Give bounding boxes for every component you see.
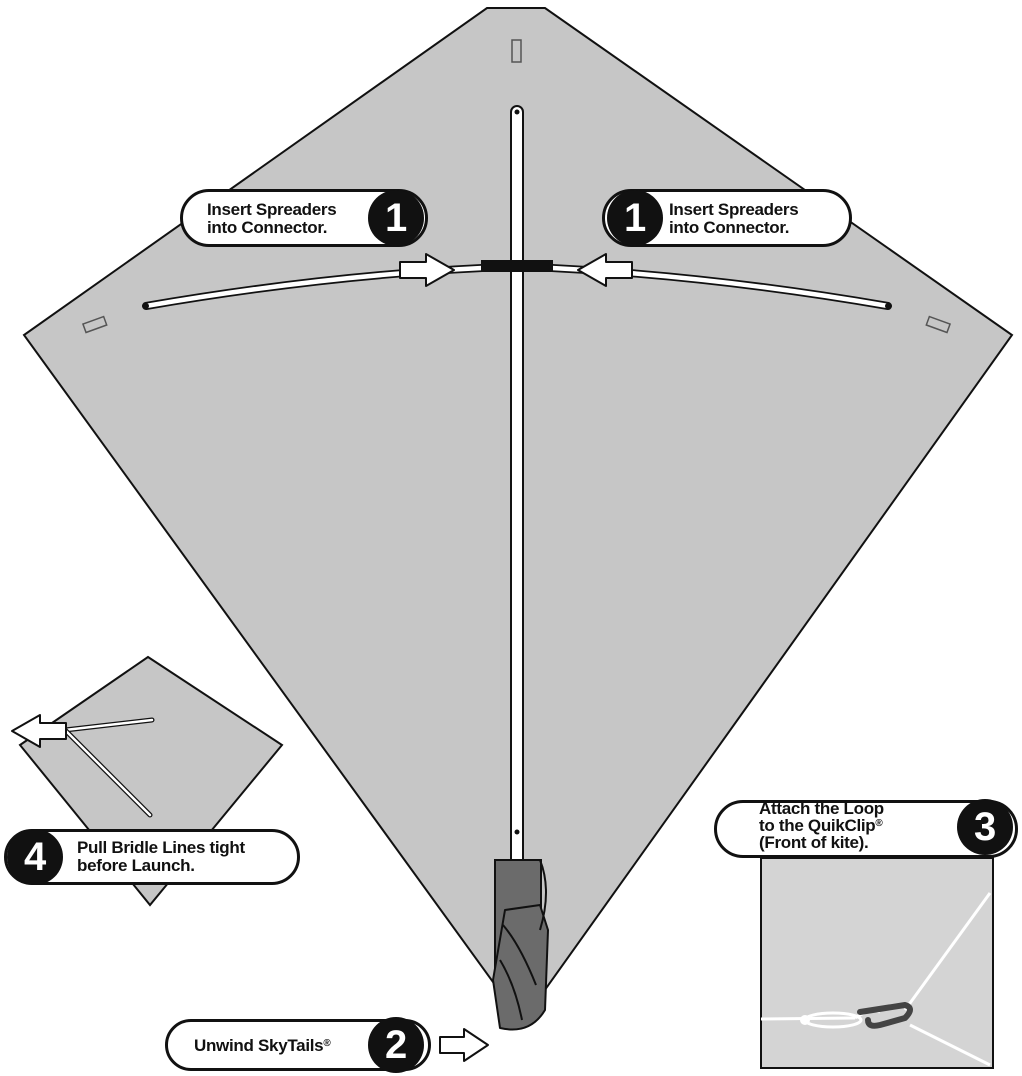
- step1-left-badge: 1: [368, 190, 424, 246]
- step2-badge: 2: [368, 1017, 424, 1073]
- step3-callout: Attach the Loop to the QuikClip® (Front …: [714, 799, 1018, 858]
- step3-line3: (Front of kite).: [759, 833, 869, 852]
- step1-right-line2: into Connector.: [669, 218, 790, 237]
- right-insert-arrow: [577, 253, 633, 287]
- pull-arrow: [11, 714, 67, 748]
- step1-left-callout: Insert Spreaders into Connector. 1: [180, 189, 428, 247]
- step2-text: Unwind SkyTails®: [194, 1036, 331, 1055]
- step3-line2: to the QuikClip®: [759, 816, 883, 835]
- step1-right-badge: 1: [607, 190, 663, 246]
- right-slot: [925, 315, 952, 334]
- spine-rod: [510, 105, 524, 875]
- quikclip: [857, 1002, 913, 1029]
- step4-callout: 4 Pull Bridle Lines tight before Launch.: [4, 829, 300, 885]
- spine-top-hole: [514, 109, 520, 115]
- step4-line1: Pull Bridle Lines tight: [77, 838, 245, 857]
- step1-left-line2: into Connector.: [207, 218, 328, 237]
- left-slot: [81, 315, 108, 334]
- unwind-arrow: [439, 1028, 489, 1062]
- step1-left-line1: Insert Spreaders: [207, 200, 337, 219]
- left-spreader-end: [143, 303, 149, 309]
- step2-callout: Unwind SkyTails® 2: [165, 1017, 431, 1073]
- step1-right-callout: 1 Insert Spreaders into Connector.: [602, 189, 852, 247]
- small-kite-sail: [18, 655, 284, 907]
- left-insert-arrow: [399, 253, 455, 287]
- step4-line2: before Launch.: [77, 856, 195, 875]
- spine-lower-hole: [514, 829, 520, 835]
- step4-badge: 4: [7, 829, 63, 885]
- top-slot: [511, 39, 522, 63]
- step1-right-line1: Insert Spreaders: [669, 200, 799, 219]
- right-spreader-end: [885, 303, 891, 309]
- spreader-connector: [481, 260, 553, 272]
- step2-registered-mark: ®: [323, 1038, 331, 1049]
- step3-badge: 3: [957, 799, 1013, 855]
- step3-line1: Attach the Loop: [759, 799, 884, 818]
- quikclip-inset: [760, 857, 994, 1069]
